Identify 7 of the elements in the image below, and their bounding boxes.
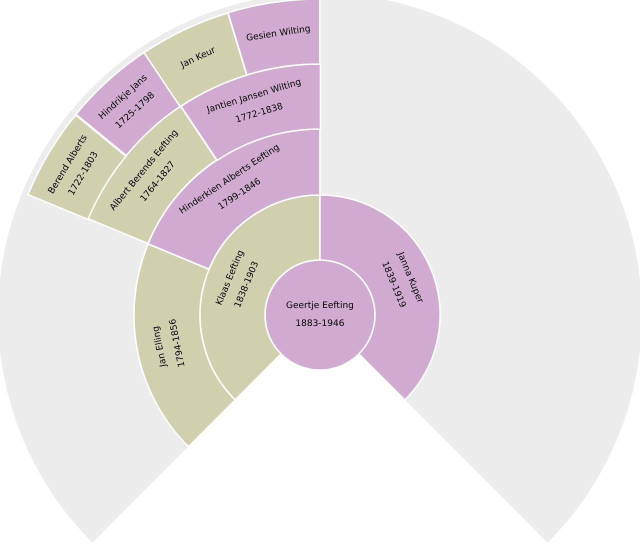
life-dates: 1883-1946 [294,320,346,328]
person-name: Geertje Eefting [286,302,354,310]
person-name: Jan Keur [180,46,218,71]
person-name: Jan Elling [152,325,170,370]
ancestor-segment [265,260,375,370]
ancestor-segment [228,0,320,75]
person-name: Gesien Wilting [246,25,312,44]
